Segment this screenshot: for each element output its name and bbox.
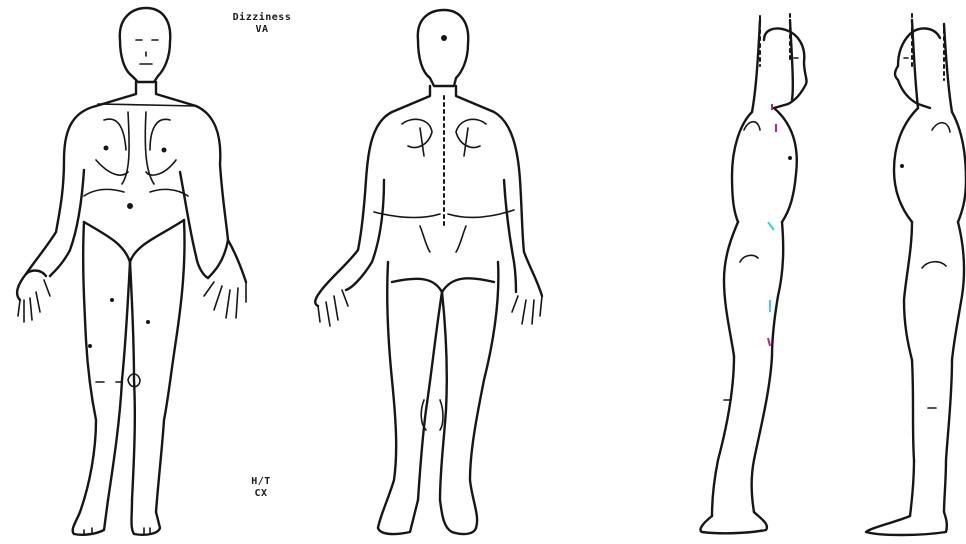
right-side-view-figure — [700, 14, 806, 533]
front-view-figure — [17, 8, 246, 535]
back-view-figure — [315, 10, 542, 534]
left-side-view-figure — [866, 14, 966, 535]
